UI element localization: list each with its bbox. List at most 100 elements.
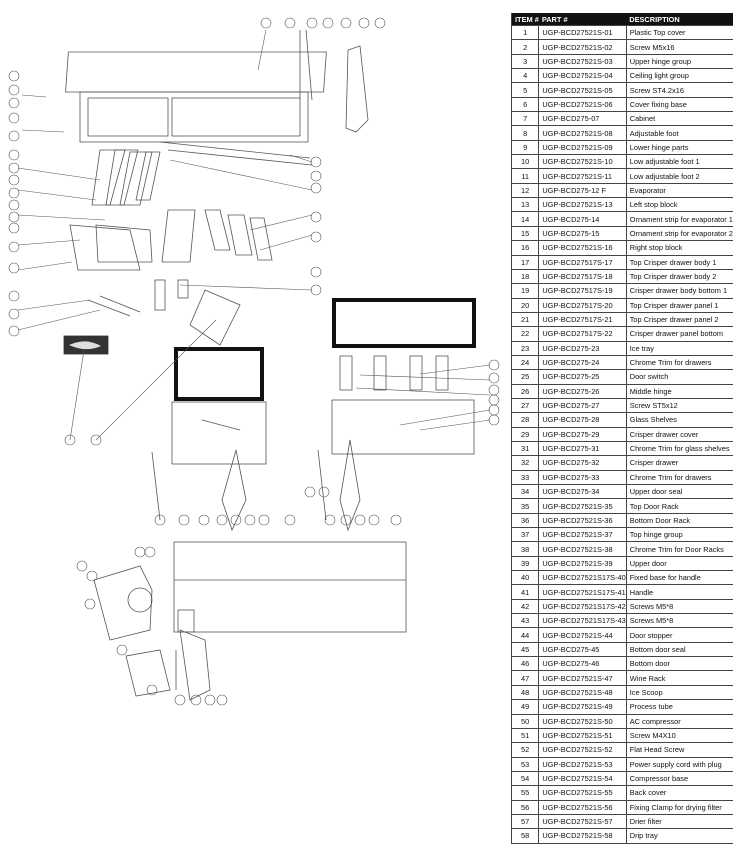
item-cell: 15 <box>511 226 540 242</box>
part-number-cell: UGP-BCD27521S-53 <box>538 757 627 772</box>
description-cell: Screws M5*8 <box>626 613 733 629</box>
description-cell: Crisper drawer <box>626 455 733 471</box>
part-number-cell: UGP-BCD27521S-05 <box>538 82 627 98</box>
item-cell: 3 <box>511 54 540 70</box>
item-cell: 39 <box>511 556 540 572</box>
item-cell: 36 <box>511 513 540 529</box>
part-number-cell: UGP-BCD275-14 <box>538 211 627 227</box>
part-number-cell: UGP-BCD275-31 <box>538 441 627 457</box>
description-cell: Door switch <box>626 369 733 385</box>
description-cell: Ice tray <box>626 341 733 356</box>
part-number-cell: UGP-BCD275-34 <box>538 484 627 500</box>
part-number-cell: UGP-BCD27521S17S-41 <box>538 584 627 600</box>
part-number-cell: UGP-BCD27521S-10 <box>538 154 627 170</box>
item-cell: 18 <box>511 269 540 285</box>
item-cell: 1 <box>511 24 540 41</box>
description-cell: Chrome Trim for drawers <box>626 470 733 486</box>
item-cell: 27 <box>511 398 540 414</box>
part-number-cell: UGP-BCD27517S-19 <box>538 283 627 299</box>
item-cell: 13 <box>511 197 540 213</box>
item-cell: 20 <box>511 298 540 313</box>
part-number-cell: UGP-BCD27517S-17 <box>538 255 627 270</box>
item-cell: 48 <box>511 685 540 701</box>
item-cell: 51 <box>511 728 540 744</box>
part-number-cell: UGP-BCD275-33 <box>538 470 627 486</box>
part-number-cell: UGP-BCD27521S-56 <box>538 800 627 815</box>
description-cell: Top Crisper drawer body 1 <box>626 255 733 270</box>
description-cell: Plastic Top cover <box>626 24 733 41</box>
item-cell: 23 <box>511 341 540 356</box>
description-cell: AC compressor <box>626 714 733 729</box>
description-cell: Screw ST4.2x16 <box>626 82 733 98</box>
part-number-cell: UGP-BCD27521S-38 <box>538 541 627 557</box>
leader-lines <box>17 29 491 441</box>
part-number-cell: UGP-BCD275-15 <box>538 226 627 242</box>
part-number-cell: UGP-BCD275-32 <box>538 455 627 471</box>
item-cell: 26 <box>511 384 540 399</box>
part-number-cell: UGP-BCD27517S-22 <box>538 326 627 342</box>
description-cell: Top hinge group <box>626 527 733 543</box>
description-cell: Drier filter <box>626 814 733 830</box>
description-cell: Crisper drawer body bottom 1 <box>626 283 733 299</box>
description-cell: Glass Shelves <box>626 412 733 428</box>
item-cell: 55 <box>511 785 540 801</box>
item-cell: 16 <box>511 240 540 256</box>
part-number-cell: UGP-BCD27521S-02 <box>538 39 627 55</box>
part-number-cell: UGP-BCD27521S-08 <box>538 125 627 141</box>
description-cell: Ornament strip for evaporator 2 <box>626 226 733 242</box>
part-number-cell: UGP-BCD27521S-35 <box>538 498 627 514</box>
part-number-cell: UGP-BCD27521S-16 <box>538 240 627 256</box>
item-cell: 34 <box>511 484 540 500</box>
part-number-cell: UGP-BCD27521S-11 <box>538 168 627 184</box>
description-cell: Ceiling light group <box>626 68 733 84</box>
description-cell: Upper hinge group <box>626 54 733 70</box>
description-cell: Bottom door <box>626 656 733 672</box>
part-number-cell: UGP-BCD275-26 <box>538 384 627 399</box>
item-cell: 7 <box>511 111 540 127</box>
header-part: PART # <box>538 13 627 26</box>
description-cell: Bottom Door Rack <box>626 513 733 529</box>
description-cell: Upper door <box>626 556 733 572</box>
item-cell: 37 <box>511 527 540 543</box>
item-cell: 47 <box>511 670 540 686</box>
item-cell: 56 <box>511 800 540 815</box>
description-cell: Screw M4X10 <box>626 728 733 744</box>
part-number-cell: UGP-BCD275-25 <box>538 369 627 385</box>
description-cell: Top Door Rack <box>626 498 733 514</box>
cabinet-top <box>65 29 369 166</box>
description-cell: Screw M5x16 <box>626 39 733 55</box>
description-cell: Flat Head Screw <box>626 742 733 758</box>
item-cell: 6 <box>511 97 540 113</box>
item-cell: 11 <box>511 168 540 184</box>
description-cell: Screws M5*8 <box>626 599 733 615</box>
part-number-cell: UGP-BCD27521S-51 <box>538 728 627 744</box>
description-cell: Low adjustable foot 2 <box>626 168 733 184</box>
part-number-cell: UGP-BCD27521S-50 <box>538 714 627 729</box>
description-cell: Back cover <box>626 785 733 801</box>
part-number-cell: UGP-BCD27521S-13 <box>538 197 627 213</box>
part-number-cell: UGP-BCD27521S-06 <box>538 97 627 113</box>
